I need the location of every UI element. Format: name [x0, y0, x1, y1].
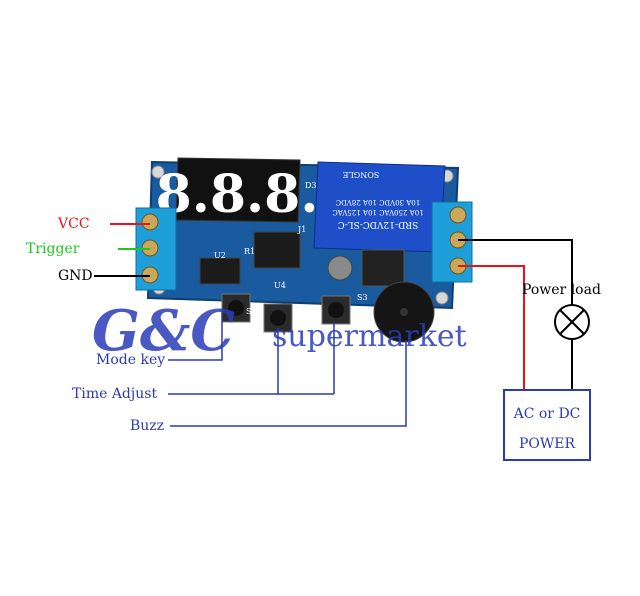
mode-key-label: Mode key: [96, 352, 166, 368]
silk-s2: S2: [303, 307, 314, 316]
watermark-tagline: supermarket: [272, 319, 467, 354]
buzz-callout-line: [170, 340, 407, 427]
power-load-lamp: [554, 304, 590, 340]
silk-j1: J1: [297, 225, 306, 234]
display-digits: 8.8.8.: [156, 164, 319, 225]
trigger-label: Trigger: [26, 241, 80, 257]
relay: SRD-12VDC-SL-C 10A 250VAC 10A 125VAC 10A…: [313, 161, 446, 253]
time-adjust-button-1[interactable]: [263, 303, 293, 333]
mode-key-callout-line: [168, 312, 223, 361]
load-wire-top: [458, 239, 573, 306]
microcontroller-chip: [253, 231, 301, 269]
silk-s1: S1: [246, 307, 257, 316]
time-adjust-button-2[interactable]: [321, 295, 351, 325]
silk-d3: D3: [305, 181, 317, 190]
seven-segment-display: 8.8.8.: [156, 157, 319, 225]
power-load-label: Power load: [522, 282, 601, 298]
brand-watermark: G&C supermarket: [92, 298, 467, 364]
power-source-line2: POWER: [518, 436, 576, 452]
silk-u4: U4: [274, 281, 286, 290]
vcc-label: VCC: [58, 216, 90, 232]
time-adjust-label: Time Adjust: [72, 386, 158, 402]
relay-module-board: 8.8.8. SRD-12VDC-SL-C 10A 250VAC 10A 125…: [135, 157, 473, 343]
silk-u2: U2: [214, 251, 226, 260]
power-source-box: [503, 389, 591, 461]
optocoupler-chip: [199, 257, 241, 285]
power-source-line1: AC or DC: [513, 406, 581, 422]
silk-s3: S3: [357, 293, 368, 302]
output-terminal-block: [431, 201, 473, 283]
relay-model: SRD-12VDC-SL-C: [338, 219, 419, 229]
voltage-regulator: [361, 249, 405, 287]
gnd-label: GND: [58, 268, 93, 284]
capacitor: [327, 255, 353, 281]
mode-key-button[interactable]: [221, 293, 251, 323]
relay-rating-2: 10A 30VDC 10A 28VDC: [336, 198, 420, 206]
silk-r1: R1: [244, 247, 255, 256]
buzz-label: Buzz: [130, 418, 165, 434]
relay-brand: SONGLE: [343, 170, 380, 179]
relay-rating-1: 10A 250VAC 10A 125VAC: [332, 208, 423, 216]
watermark-logo: G&C: [92, 298, 235, 364]
load-wire-red: [458, 265, 525, 390]
